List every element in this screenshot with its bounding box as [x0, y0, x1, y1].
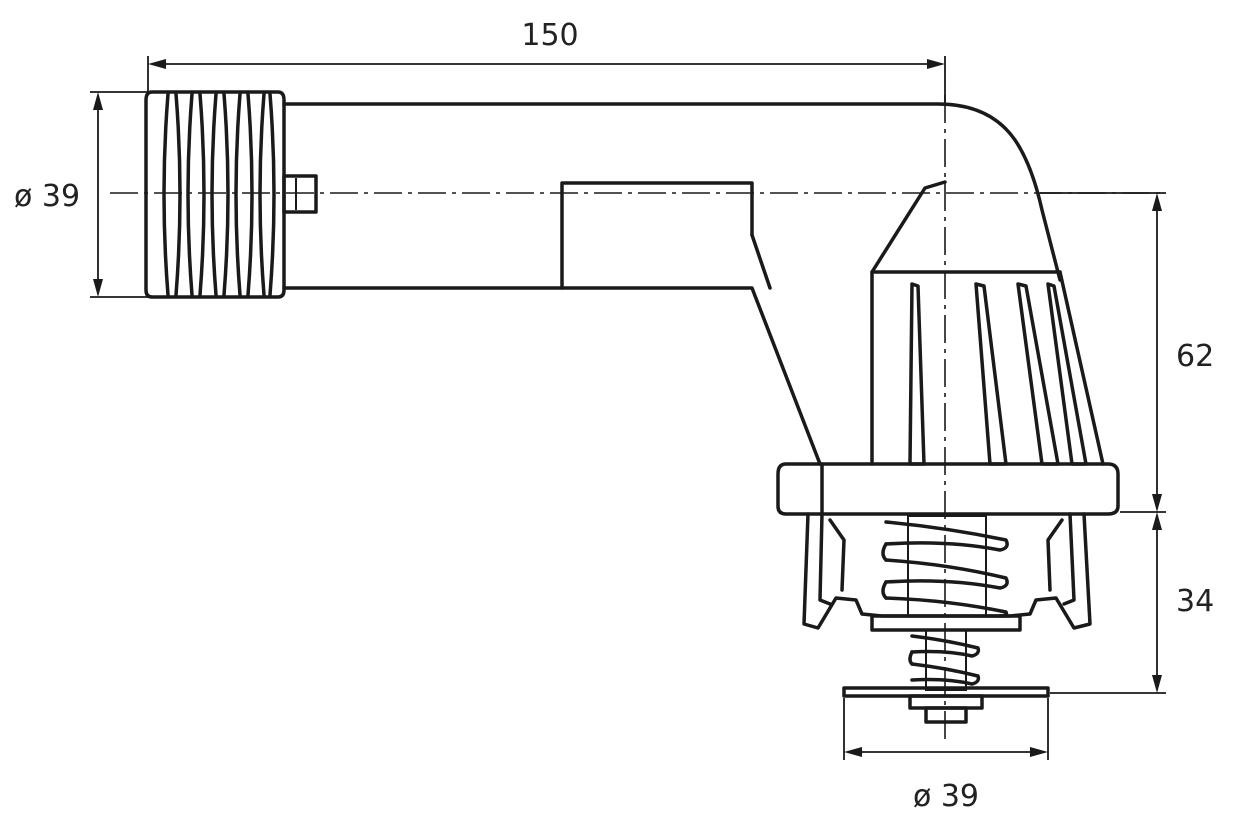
- valve-cage: [802, 512, 1092, 632]
- inlet-pipe: [144, 90, 1062, 466]
- dimension-height-62: 62: [1040, 192, 1214, 513]
- valve-disc: [842, 686, 1050, 724]
- dimension-label-62: 62: [1176, 339, 1214, 374]
- lower-spring: [908, 629, 981, 691]
- dimension-inlet-diameter: ø 39: [14, 91, 152, 298]
- dimension-label-150: 150: [521, 18, 578, 53]
- dimension-height-34: 34: [1050, 512, 1214, 694]
- dimension-label-valve-diameter: ø 39: [913, 779, 979, 814]
- dimension-label-inlet-diameter: ø 39: [14, 179, 80, 214]
- thermostat-housing: [776, 270, 1120, 516]
- center-lines: [110, 95, 1160, 740]
- main-spring: [881, 515, 1009, 618]
- dimension-label-34: 34: [1176, 584, 1214, 619]
- dimension-length-150: 150: [147, 18, 946, 104]
- dimension-valve-diameter: ø 39: [843, 698, 1049, 814]
